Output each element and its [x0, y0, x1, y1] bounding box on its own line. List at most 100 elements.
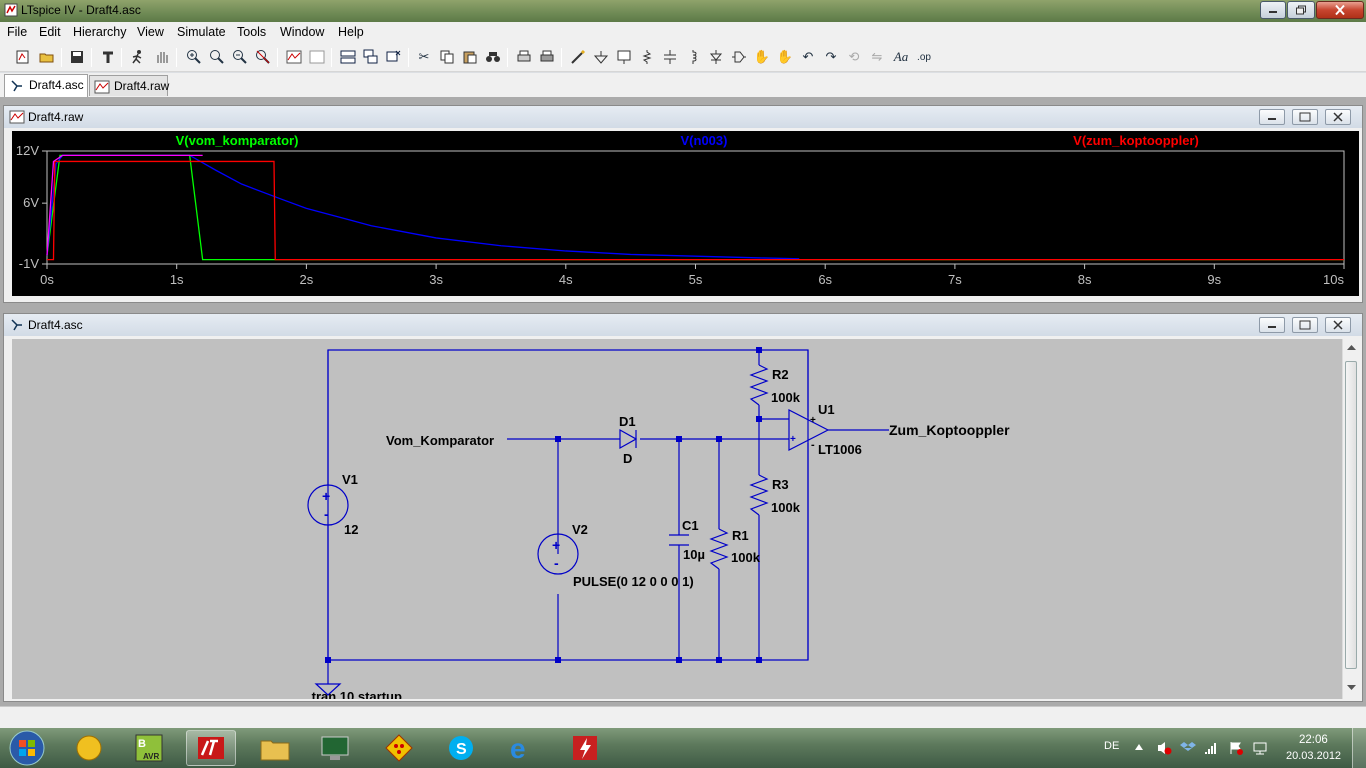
- c1-capacitor-symbol: [669, 534, 689, 546]
- cut-icon[interactable]: ✂: [418, 49, 430, 64]
- close-windows-icon[interactable]: [384, 47, 404, 67]
- menu-view[interactable]: View: [137, 25, 164, 39]
- diode-icon[interactable]: [706, 47, 726, 67]
- cascade-icon[interactable]: [361, 47, 381, 67]
- spice-directive-icon[interactable]: .op: [917, 51, 931, 63]
- copy-icon[interactable]: [437, 47, 457, 67]
- show-desktop-button[interactable]: [1352, 728, 1366, 768]
- v2-source-symbol: [537, 533, 579, 575]
- ground-icon[interactable]: [591, 47, 611, 67]
- network-icon[interactable]: [1252, 740, 1268, 756]
- trace-legend-label: V(vom_komparator): [176, 133, 299, 148]
- network-signal-icon[interactable]: [1204, 740, 1220, 756]
- zoom-in-icon[interactable]: [184, 47, 204, 67]
- menu-window[interactable]: Window: [280, 25, 325, 39]
- open-icon[interactable]: [37, 47, 57, 67]
- waveform-maximize-button[interactable]: [1292, 109, 1318, 125]
- move-icon[interactable]: ✋: [753, 49, 771, 64]
- taskbar-skype[interactable]: S: [436, 730, 486, 766]
- tray-date[interactable]: 20.03.2012: [1286, 750, 1342, 762]
- print-icon[interactable]: [537, 47, 557, 67]
- dropbox-icon[interactable]: [1180, 740, 1196, 756]
- taskbar-app-1[interactable]: [64, 730, 114, 766]
- schematic-maximize-button[interactable]: [1292, 317, 1318, 333]
- draw-wire-icon[interactable]: [568, 47, 588, 67]
- close-button[interactable]: [1316, 1, 1364, 19]
- mirror-icon[interactable]: ⇋: [871, 49, 883, 64]
- trace-legend-label: V(n003): [681, 133, 728, 148]
- schematic-minimize-button[interactable]: [1259, 317, 1285, 333]
- resistor-icon[interactable]: [637, 47, 657, 67]
- start-button[interactable]: [3, 730, 51, 766]
- capacitor-icon[interactable]: [660, 47, 680, 67]
- trace-3: [46, 154, 203, 256]
- run-icon[interactable]: [128, 47, 148, 67]
- autorange-icon[interactable]: [284, 47, 304, 67]
- zoom-out-icon[interactable]: [230, 47, 250, 67]
- schematic-close-button[interactable]: [1325, 317, 1351, 333]
- scroll-thumb[interactable]: [1345, 361, 1357, 669]
- waveform-close-button[interactable]: [1325, 109, 1351, 125]
- schematic-canvas[interactable]: + - + - + + - V1 12 V2 PULSE(0 12 0 0 0 …: [12, 339, 1343, 699]
- find-icon[interactable]: [483, 47, 503, 67]
- paste-icon[interactable]: [460, 47, 480, 67]
- menu-simulate[interactable]: Simulate: [177, 25, 226, 39]
- x-tick-label: 8s: [1078, 272, 1092, 287]
- print-preview-icon[interactable]: [514, 47, 534, 67]
- taskbar-app-yellow[interactable]: [374, 730, 424, 766]
- trace-legend-label: V(zum_koptooppler): [1073, 133, 1199, 148]
- redo-icon[interactable]: ↷: [825, 49, 837, 64]
- r2-resistor-symbol: [749, 364, 769, 406]
- control-panel-icon[interactable]: [98, 47, 118, 67]
- taskbar-app-red[interactable]: [560, 730, 610, 766]
- taskbar-explorer[interactable]: [250, 730, 300, 766]
- show-hidden-icons[interactable]: [1134, 742, 1144, 752]
- label-net-icon[interactable]: [614, 47, 634, 67]
- text-icon[interactable]: Aa: [893, 49, 909, 64]
- menu-edit[interactable]: Edit: [39, 25, 61, 39]
- r1-resistor-symbol: [709, 528, 729, 570]
- taskbar-internet-explorer[interactable]: e: [496, 730, 546, 766]
- halt-icon[interactable]: [152, 47, 172, 67]
- menu-help[interactable]: Help: [338, 25, 364, 39]
- component-icon[interactable]: [729, 47, 749, 67]
- scroll-up-icon[interactable]: [1347, 345, 1356, 351]
- zoom-pan-icon[interactable]: [207, 47, 227, 67]
- tile-horizontal-icon[interactable]: [338, 47, 358, 67]
- tray-language[interactable]: DE: [1104, 740, 1120, 752]
- tab-draft4-raw[interactable]: Draft4.raw: [89, 75, 169, 96]
- fft-icon[interactable]: [307, 47, 327, 67]
- taskbar-ltspice[interactable]: [186, 730, 236, 766]
- taskbar-device-manager[interactable]: [310, 730, 360, 766]
- close-icon: [1333, 112, 1343, 122]
- waveform-title: Draft4.raw: [28, 110, 84, 124]
- zoom-fit-icon[interactable]: [253, 47, 273, 67]
- menu-tools[interactable]: Tools: [237, 25, 267, 39]
- tab-draft4-asc[interactable]: Draft4.asc: [4, 74, 88, 97]
- x-tick-label: 0s: [40, 272, 54, 287]
- restore-button[interactable]: [1287, 1, 1315, 19]
- new-schematic-icon[interactable]: [13, 47, 33, 67]
- r1-label: R1: [732, 528, 749, 543]
- schematic-icon: [11, 319, 22, 331]
- minimize-button[interactable]: [1260, 1, 1286, 19]
- schematic-vscroll[interactable]: [1342, 339, 1359, 699]
- scroll-down-icon[interactable]: [1347, 685, 1356, 691]
- tray-time[interactable]: 22:06: [1299, 734, 1328, 746]
- undo-icon[interactable]: ↶: [802, 49, 814, 64]
- action-center-icon[interactable]: [1228, 740, 1244, 756]
- speaker-muted-icon[interactable]: [1156, 740, 1172, 756]
- v2-value: PULSE(0 12 0 0 0 1): [573, 574, 694, 589]
- menu-hierarchy[interactable]: Hierarchy: [73, 25, 127, 39]
- waveform-minimize-button[interactable]: [1259, 109, 1285, 125]
- inductor-icon[interactable]: [683, 47, 703, 67]
- menu-file[interactable]: File: [7, 25, 28, 39]
- flash-icon: [573, 736, 597, 760]
- drag-icon[interactable]: ✋: [776, 49, 794, 64]
- rotate-icon[interactable]: ⟲: [848, 49, 860, 64]
- save-icon[interactable]: [67, 47, 87, 67]
